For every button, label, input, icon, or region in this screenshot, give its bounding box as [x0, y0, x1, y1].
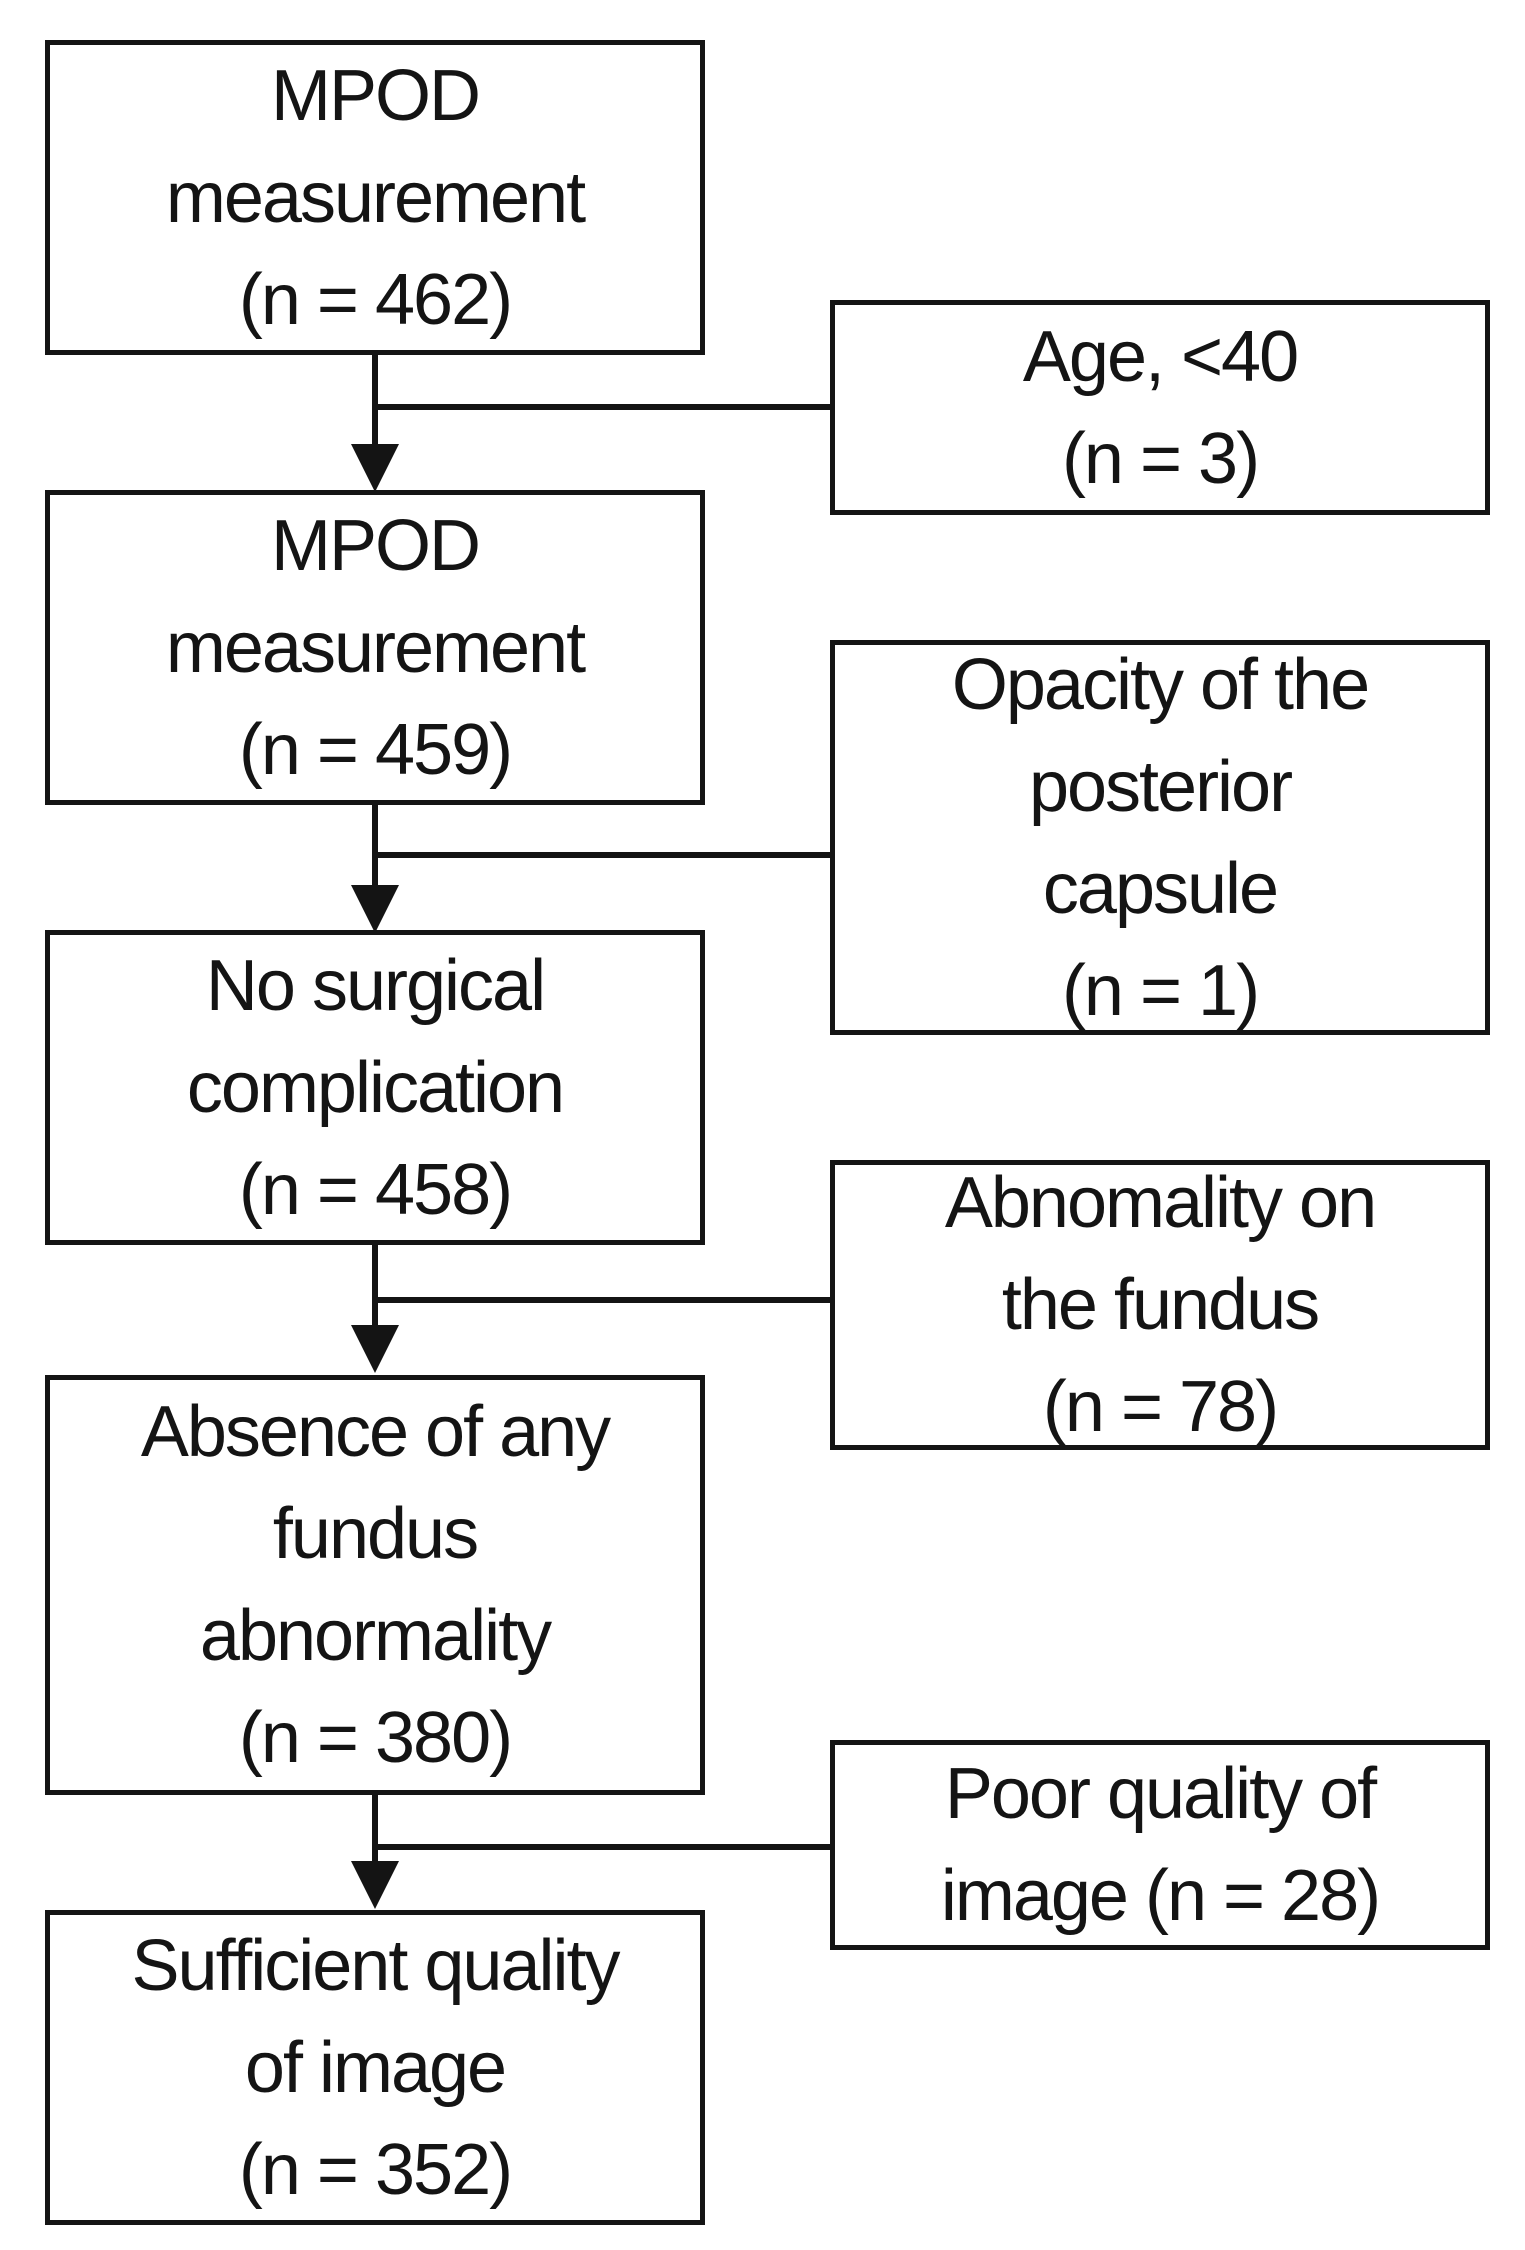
box-line: Opacity of the	[951, 644, 1370, 725]
flow-box-mpod-measurement-462: MPOD measurement (n = 462)	[45, 40, 705, 355]
box-line: image (n = 28)	[940, 1856, 1381, 1936]
flow-box-no-surgical-complication: No surgical complication (n = 458)	[45, 930, 705, 1245]
arrowhead-down-icon	[351, 885, 399, 933]
box-line: Abnomality on	[944, 1163, 1377, 1243]
exclusion-box-poor-quality-image: Poor quality of image (n = 28)	[830, 1740, 1490, 1950]
box-line: (n = 3)	[1061, 418, 1260, 499]
flow-box-sufficient-quality-image: Sufficient quality of image (n = 352)	[45, 1910, 705, 2225]
box-line: (n = 459)	[238, 709, 513, 790]
box-line: measurement	[165, 607, 586, 688]
box-line: MPOD	[271, 55, 481, 136]
exclusion-box-age-under-40: Age, <40 (n = 3)	[830, 300, 1490, 515]
connector-line-1	[372, 355, 378, 450]
branch-line-2	[375, 852, 833, 858]
arrowhead-down-icon	[351, 1325, 399, 1373]
box-line: posterior	[1028, 746, 1293, 827]
flow-box-mpod-measurement-459: MPOD measurement (n = 459)	[45, 490, 705, 805]
box-line: (n = 78)	[1042, 1367, 1279, 1447]
box-line: MPOD	[271, 505, 481, 586]
box-line: (n = 352)	[238, 2129, 513, 2210]
box-line: (n = 458)	[238, 1149, 513, 1230]
connector-line-2	[372, 805, 378, 895]
connector-line-4	[372, 1795, 378, 1870]
box-line: of image	[244, 2027, 507, 2108]
flow-box-absence-fundus-abnormality: Absence of any fundus abnormality (n = 3…	[45, 1375, 705, 1795]
box-line: abnormality	[199, 1596, 552, 1676]
box-line: (n = 1)	[1061, 950, 1260, 1031]
box-line: Age, <40	[1022, 316, 1299, 397]
branch-line-3	[375, 1297, 833, 1303]
box-line: (n = 462)	[238, 259, 513, 340]
box-line: capsule	[1042, 848, 1279, 929]
box-line: No surgical	[205, 945, 546, 1026]
connector-line-3	[372, 1245, 378, 1335]
branch-line-1	[375, 404, 833, 410]
arrowhead-down-icon	[351, 1861, 399, 1909]
box-line: (n = 380)	[238, 1698, 513, 1778]
box-line: complication	[186, 1047, 565, 1128]
box-line: Sufficient quality	[131, 1925, 621, 2006]
box-line: Absence of any	[140, 1392, 611, 1472]
exclusion-box-opacity-posterior-capsule: Opacity of the posterior capsule (n = 1)	[830, 640, 1490, 1035]
box-line: measurement	[165, 157, 586, 238]
exclusion-box-abnomality-fundus: Abnomality on the fundus (n = 78)	[830, 1160, 1490, 1450]
branch-line-4	[375, 1844, 833, 1850]
arrowhead-down-icon	[351, 444, 399, 492]
box-line: the fundus	[1001, 1265, 1320, 1345]
box-line: fundus	[272, 1494, 479, 1574]
box-line: Poor quality of	[944, 1754, 1377, 1834]
